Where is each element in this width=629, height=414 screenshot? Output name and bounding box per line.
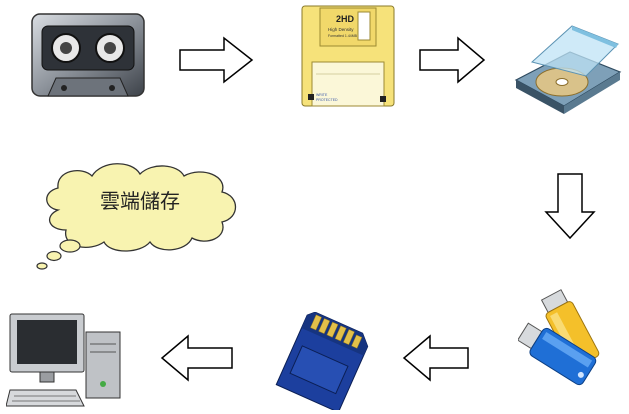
arrow-down-icon: [544, 173, 596, 240]
floppy-subtitle: High Density: [328, 27, 354, 32]
floppy-disk-icon: 2HD High Density Formatted 1.44MB WRITE …: [301, 5, 395, 107]
floppy-tag-2: PROTECTED: [316, 98, 338, 102]
sd-card-icon: [275, 312, 369, 410]
cassette-tape-icon: [31, 13, 145, 97]
cloud-storage-bubble: 雲端儲存: [36, 163, 237, 270]
cd-case-icon: [514, 25, 622, 114]
cloud-label: 雲端儲存: [100, 189, 180, 213]
desktop-computer-icon: [6, 313, 121, 407]
floppy-tag-1: WRITE: [316, 93, 328, 97]
arrow-right-icon: [419, 36, 486, 84]
floppy-title: 2HD: [336, 14, 355, 24]
arrow-left-icon: [402, 334, 469, 382]
arrow-left-icon: [160, 334, 233, 382]
floppy-small: Formatted 1.44MB: [328, 34, 358, 38]
arrow-right-icon: [179, 36, 254, 84]
usb-flash-drive-icon: [518, 289, 600, 386]
